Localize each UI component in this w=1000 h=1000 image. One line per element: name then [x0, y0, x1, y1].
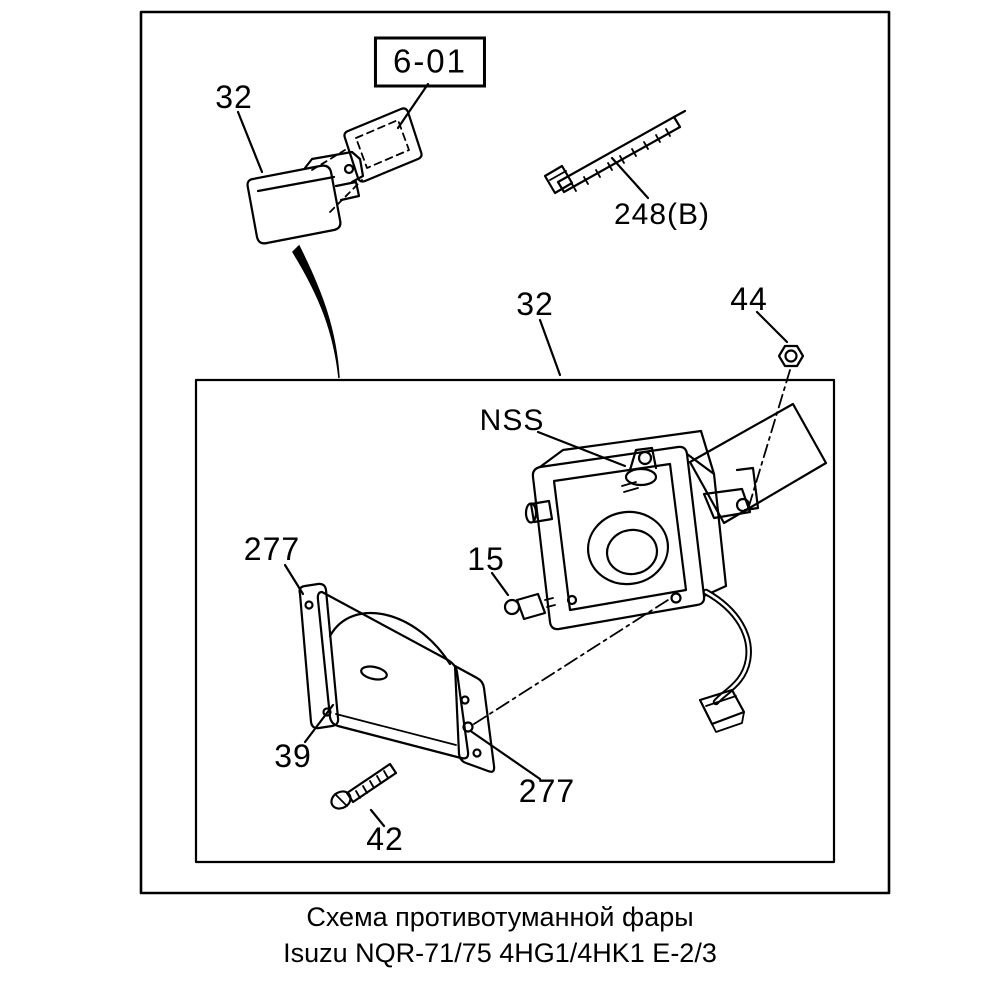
screw [328, 764, 396, 812]
harness-connector [700, 592, 749, 732]
assembly-axis-line [749, 370, 790, 506]
callout-15: 15 [467, 541, 505, 577]
fog-lamp-top [248, 150, 363, 243]
outer-frame [141, 12, 889, 893]
callout-42: 42 [366, 821, 404, 857]
callout-6-01: 6-01 [373, 36, 487, 88]
callout-nss: NSS [479, 404, 545, 437]
callout-277-right: 277 [518, 773, 576, 809]
alignment-axis-line [474, 600, 668, 724]
caption-line-2: Isuzu NQR-71/75 4HG1/4HK1 E-2/3 [283, 938, 717, 968]
callout-39: 39 [274, 738, 312, 774]
leader-lines [238, 84, 787, 826]
nut [779, 346, 803, 366]
lens-assembly [300, 584, 495, 772]
lamp-housing [526, 431, 758, 629]
callout-32-mid: 32 [516, 286, 554, 322]
inner-frame [196, 380, 834, 862]
caption: Схема противотуманной фары Isuzu NQR-71/… [0, 899, 1000, 971]
caption-line-1: Схема противотуманной фары [306, 902, 694, 932]
bulb [505, 594, 555, 619]
callout-277-left: 277 [243, 531, 301, 567]
motion-sweep-line [293, 246, 339, 378]
cable-tie [545, 111, 685, 193]
callout-248b: 248(B) [613, 198, 711, 231]
callout-44: 44 [730, 281, 768, 317]
callout-32-top: 32 [215, 79, 253, 115]
bracket-plate [690, 404, 826, 523]
bezel-gasket [344, 108, 421, 181]
